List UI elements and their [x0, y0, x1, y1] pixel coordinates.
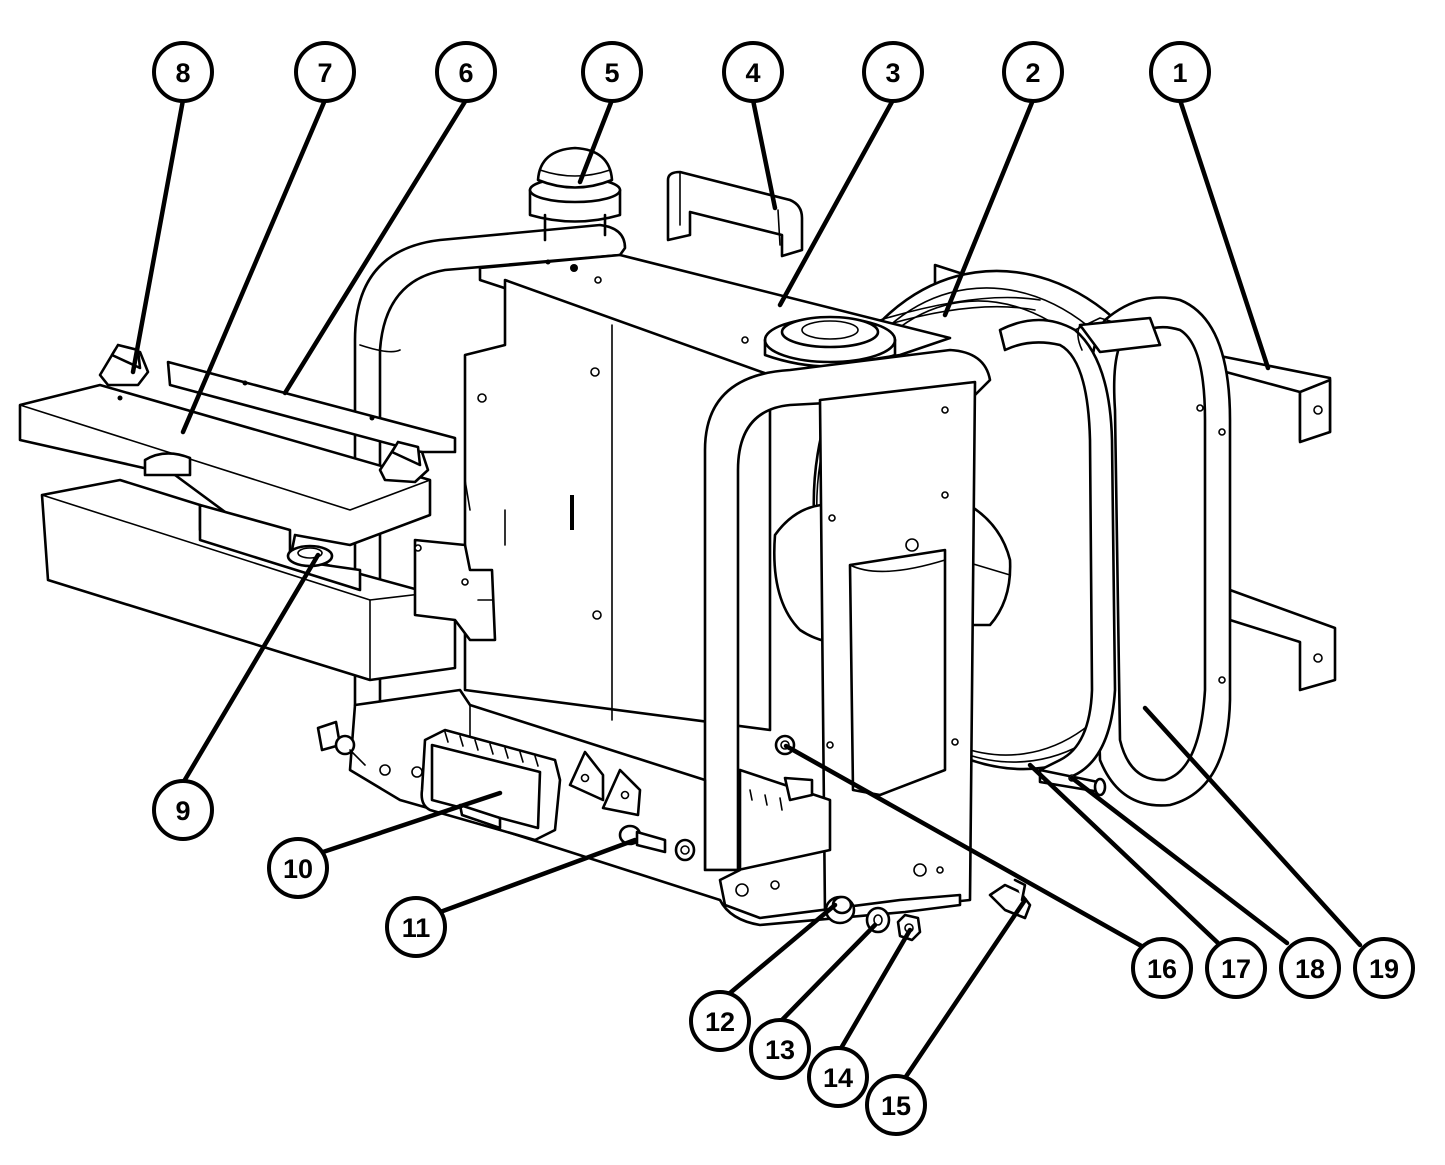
tank-cover — [166, 360, 457, 454]
leader-11 — [421, 837, 638, 921]
tank-side-bracket — [413, 538, 497, 642]
callout-label: 2 — [1025, 58, 1040, 88]
radiator-core — [463, 253, 952, 732]
callout-15: 15 — [865, 1074, 927, 1136]
leader-16 — [783, 743, 1148, 951]
leader-6 — [282, 97, 469, 396]
callout-19: 19 — [1353, 937, 1415, 999]
callout-label: 4 — [745, 58, 760, 88]
handle — [666, 170, 804, 258]
callout-7: 7 — [294, 41, 356, 103]
callout-2: 2 — [1002, 41, 1064, 103]
callout-8: 8 — [152, 41, 214, 103]
callout-10: 10 — [267, 837, 329, 899]
callout-label: 11 — [402, 913, 431, 943]
callout-13: 13 — [749, 1018, 811, 1080]
nut-14 — [896, 913, 922, 942]
leader-12 — [727, 902, 838, 996]
callout-1: 1 — [1149, 41, 1211, 103]
callout-label: 14 — [823, 1063, 853, 1093]
callout-label: 9 — [175, 796, 190, 826]
fan-guard-loop — [1088, 296, 1232, 807]
leader-4 — [750, 97, 778, 211]
mounting-bracket-lower — [1228, 588, 1337, 692]
callout-label: 18 — [1295, 954, 1325, 984]
leader-7 — [180, 97, 328, 435]
leader-17 — [1027, 762, 1221, 946]
left-bolt — [316, 720, 366, 766]
callout-3: 3 — [862, 41, 924, 103]
callout-label: 15 — [881, 1091, 911, 1121]
callout-label: 13 — [765, 1035, 795, 1065]
callout-label: 12 — [705, 1007, 735, 1037]
callout-11: 11 — [385, 896, 447, 958]
callout-5: 5 — [581, 41, 643, 103]
callout-18: 18 — [1279, 937, 1341, 999]
sensor-connector — [420, 728, 562, 842]
callout-label: 17 — [1221, 954, 1251, 984]
callout-17: 17 — [1205, 937, 1267, 999]
callout-label: 16 — [1147, 954, 1177, 984]
leader-13 — [777, 922, 878, 1025]
latch-clip-left — [98, 343, 150, 387]
leader-14 — [837, 927, 913, 1053]
leader-5 — [577, 97, 615, 185]
leader-3 — [777, 97, 896, 308]
callout-14: 14 — [807, 1046, 869, 1108]
overflow-bottle — [528, 146, 622, 242]
roll-bar-rear — [353, 223, 627, 707]
callout-6: 6 — [435, 41, 497, 103]
callout-label: 3 — [885, 58, 900, 88]
callout-label: 1 — [1172, 58, 1187, 88]
callout-12: 12 — [689, 990, 751, 1052]
latch-clip-right — [378, 440, 430, 484]
leader-8 — [130, 97, 186, 375]
callout-9: 9 — [152, 779, 214, 841]
bolt-11 — [618, 824, 696, 862]
callout-16: 16 — [1131, 937, 1193, 999]
leader-18 — [1069, 775, 1290, 946]
leader-1 — [1177, 97, 1271, 371]
tank-tray — [18, 383, 432, 562]
leader-10 — [302, 790, 503, 861]
callout-label: 7 — [317, 58, 332, 88]
radiator-side-panel — [818, 380, 977, 917]
leader-15 — [902, 897, 1028, 1081]
callout-4: 4 — [722, 41, 784, 103]
leader-2 — [942, 97, 1036, 318]
callout-label: 10 — [283, 854, 313, 884]
roll-bar-front — [703, 348, 992, 872]
callout-label: 19 — [1369, 954, 1399, 984]
callout-label: 5 — [604, 58, 619, 88]
callout-label: 6 — [458, 58, 473, 88]
leader-9 — [180, 552, 321, 786]
callout-label: 8 — [175, 58, 190, 88]
leader-lines — [130, 97, 1363, 1081]
leader-19 — [1142, 705, 1363, 948]
